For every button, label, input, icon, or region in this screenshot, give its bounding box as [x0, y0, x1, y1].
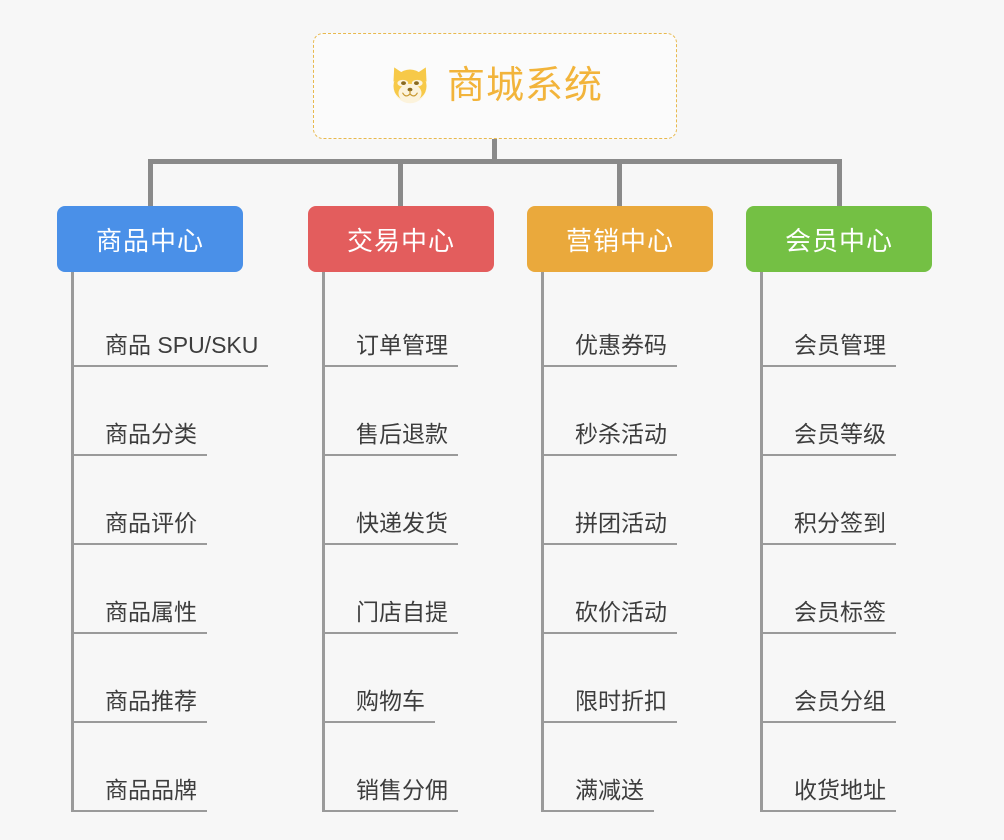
connector-drop-2 [398, 159, 403, 207]
leaf-item-label: 商品评价 [71, 510, 207, 545]
leaf-item-label: 商品 SPU/SKU [71, 332, 269, 367]
leaf-item-label: 收货地址 [760, 777, 896, 812]
category-node-4[interactable]: 会员中心 [746, 206, 932, 272]
category-node-2[interactable]: 交易中心 [308, 206, 494, 272]
category-label: 会员中心 [784, 225, 893, 256]
leaf-trunk-line [322, 272, 325, 812]
leaf-item[interactable]: 收货地址 [760, 723, 896, 812]
leaf-item[interactable]: 售后退款 [322, 367, 458, 456]
leaf-item-label: 销售分佣 [322, 777, 458, 812]
leaf-item-label: 秒杀活动 [541, 421, 677, 456]
leaf-item[interactable]: 商品 SPU/SKU [71, 278, 269, 367]
leaf-item-label: 会员管理 [760, 332, 896, 367]
leaf-item[interactable]: 商品推荐 [71, 634, 207, 723]
leaf-item[interactable]: 秒杀活动 [541, 367, 677, 456]
leaf-item-label: 售后退款 [322, 421, 458, 456]
category-node-1[interactable]: 商品中心 [57, 206, 243, 272]
shiba-inu-dog-face-icon [393, 67, 427, 104]
leaf-item[interactable]: 会员等级 [760, 367, 896, 456]
leaf-item[interactable]: 会员管理 [760, 278, 896, 367]
leaf-trunk-line [541, 272, 544, 812]
category-node-3[interactable]: 营销中心 [527, 206, 713, 272]
leaf-item-label: 快递发货 [322, 510, 458, 545]
leaf-item[interactable]: 购物车 [322, 634, 435, 723]
leaf-item[interactable]: 积分签到 [760, 456, 896, 545]
leaf-item-label: 商品分类 [71, 421, 207, 456]
leaf-item-label: 满减送 [541, 777, 654, 812]
leaf-item[interactable]: 快递发货 [322, 456, 458, 545]
leaf-item-label: 限时折扣 [541, 688, 677, 723]
leaf-item[interactable]: 砍价活动 [541, 545, 677, 634]
leaf-item-label: 拼团活动 [541, 510, 677, 545]
leaf-item[interactable]: 销售分佣 [322, 723, 458, 812]
leaf-item[interactable]: 拼团活动 [541, 456, 677, 545]
leaf-item-label: 购物车 [322, 688, 435, 723]
leaf-item-label: 会员分组 [760, 688, 896, 723]
leaf-item[interactable]: 满减送 [541, 723, 654, 812]
leaf-item-label: 门店自提 [322, 599, 458, 634]
leaf-item[interactable]: 商品评价 [71, 456, 207, 545]
leaf-item[interactable]: 优惠券码 [541, 278, 677, 367]
root-node[interactable]: 商城系统 [313, 33, 677, 139]
root-label: 商城系统 [446, 65, 603, 107]
leaf-item-label: 会员等级 [760, 421, 896, 456]
leaf-item-label: 商品品牌 [71, 777, 207, 812]
leaf-item-label: 商品属性 [71, 599, 207, 634]
leaf-item-label: 订单管理 [322, 332, 458, 367]
leaf-item[interactable]: 限时折扣 [541, 634, 677, 723]
leaf-item[interactable]: 商品品牌 [71, 723, 207, 812]
connector-drop-4 [837, 159, 842, 207]
connector-horizontal-bar [148, 159, 842, 164]
category-label: 交易中心 [346, 225, 455, 256]
leaf-item[interactable]: 商品属性 [71, 545, 207, 634]
leaf-item-label: 积分签到 [760, 510, 896, 545]
leaf-item[interactable]: 会员标签 [760, 545, 896, 634]
leaf-trunk-line [71, 272, 74, 812]
leaf-item-label: 优惠券码 [541, 332, 677, 367]
leaf-item[interactable]: 商品分类 [71, 367, 207, 456]
category-label: 营销中心 [565, 225, 674, 256]
connector-drop-1 [148, 159, 153, 207]
leaf-item[interactable]: 会员分组 [760, 634, 896, 723]
connector-drop-3 [617, 159, 622, 207]
leaf-item-label: 商品推荐 [71, 688, 207, 723]
leaf-item[interactable]: 门店自提 [322, 545, 458, 634]
connector-root-stem [492, 139, 497, 163]
leaf-trunk-line [760, 272, 763, 812]
leaf-item-label: 砍价活动 [541, 599, 677, 634]
leaf-item[interactable]: 订单管理 [322, 278, 458, 367]
leaf-item-label: 会员标签 [760, 599, 896, 634]
category-label: 商品中心 [95, 225, 204, 256]
